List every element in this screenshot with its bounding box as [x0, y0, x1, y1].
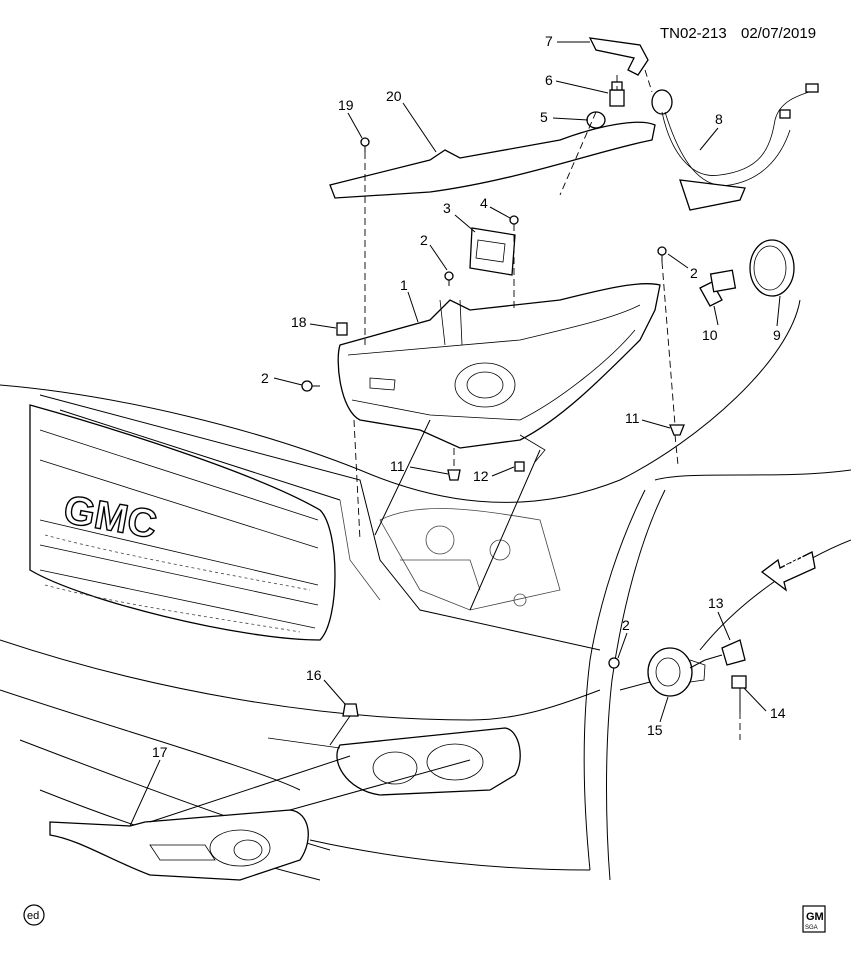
- part-4-nut[interactable]: [509, 215, 519, 225]
- diagram-date: 02/07/2019: [741, 25, 816, 42]
- callout-13: 13: [708, 595, 724, 611]
- callout-2a: 2: [420, 232, 428, 248]
- part-11-clip-right[interactable]: [669, 424, 685, 436]
- part-18-retainer[interactable]: [336, 322, 348, 336]
- part-14-connector[interactable]: [731, 675, 747, 712]
- part-2-bolt-top[interactable]: [444, 271, 454, 286]
- front-direction-arrow: FRT: [760, 550, 816, 592]
- callout-17: 17: [152, 744, 168, 760]
- callout-1: 1: [400, 277, 408, 293]
- part-11-clip-center[interactable]: [447, 469, 461, 481]
- assembly-guide-lines: [149, 69, 741, 823]
- diagram-code: TN02-213: [660, 25, 727, 42]
- callout-19: 19: [338, 97, 354, 113]
- callout-6: 6: [545, 72, 553, 88]
- callout-3: 3: [443, 200, 451, 216]
- callout-8: 8: [715, 111, 723, 127]
- callout-15: 15: [647, 722, 663, 738]
- callout-9: 9: [773, 327, 781, 343]
- callout-12: 12: [473, 468, 489, 484]
- part-13-fog-bulb[interactable]: [704, 639, 746, 666]
- callout-7: 7: [545, 33, 553, 49]
- callout-4: 4: [480, 195, 488, 211]
- part-2-bolt-right[interactable]: [657, 246, 667, 262]
- callout-10: 10: [702, 327, 718, 343]
- footer-ed-mark: ed: [23, 904, 45, 926]
- part-6-bulb-socket[interactable]: [609, 81, 625, 107]
- callout-5: 5: [540, 109, 548, 125]
- part-12-retainer[interactable]: [514, 461, 525, 472]
- part-10-bulb[interactable]: [699, 269, 737, 307]
- callout-2b: 2: [261, 370, 269, 386]
- callout-20: 20: [386, 88, 402, 104]
- part-9-dust-cap[interactable]: [749, 239, 795, 297]
- callout-11b: 11: [390, 458, 405, 474]
- callout-2c: 2: [690, 265, 698, 281]
- callout-18: 18: [291, 314, 307, 330]
- vehicle-front-body: [0, 299, 851, 881]
- callout-numbers: 1 2 2 2 2 3 4 5 6 7 8 9 10 11 11 12 13 1…: [152, 33, 786, 760]
- part-15-fog-lamp[interactable]: [647, 647, 706, 697]
- leader-lines: [129, 41, 781, 827]
- svg-text:ed: ed: [27, 910, 39, 922]
- svg-text:GM: GM: [806, 911, 824, 923]
- callout-2d: 2: [622, 617, 630, 633]
- part-3-control-module[interactable]: [469, 227, 516, 276]
- gm-logo: GM SGA: [802, 905, 826, 933]
- part-8-wiring-harness[interactable]: [651, 83, 819, 211]
- svg-text:SGA: SGA: [805, 925, 818, 931]
- callout-14: 14: [770, 705, 786, 721]
- part-1-headlamp-assembly[interactable]: [337, 283, 661, 463]
- part-16-retainer[interactable]: [342, 703, 359, 717]
- part-19-bolt[interactable]: [360, 137, 370, 152]
- part-2-bolt-left[interactable]: [301, 380, 320, 392]
- part-20-upper-trim[interactable]: [329, 121, 656, 199]
- part-17-fog-lamp-bezel[interactable]: [49, 809, 309, 881]
- part-7-wiring-bracket[interactable]: [588, 37, 649, 76]
- part-2-bolt-lower[interactable]: [608, 657, 620, 669]
- callout-16: 16: [306, 667, 322, 683]
- front-grille: GMC: [29, 404, 336, 641]
- callout-11a: 11: [625, 410, 640, 426]
